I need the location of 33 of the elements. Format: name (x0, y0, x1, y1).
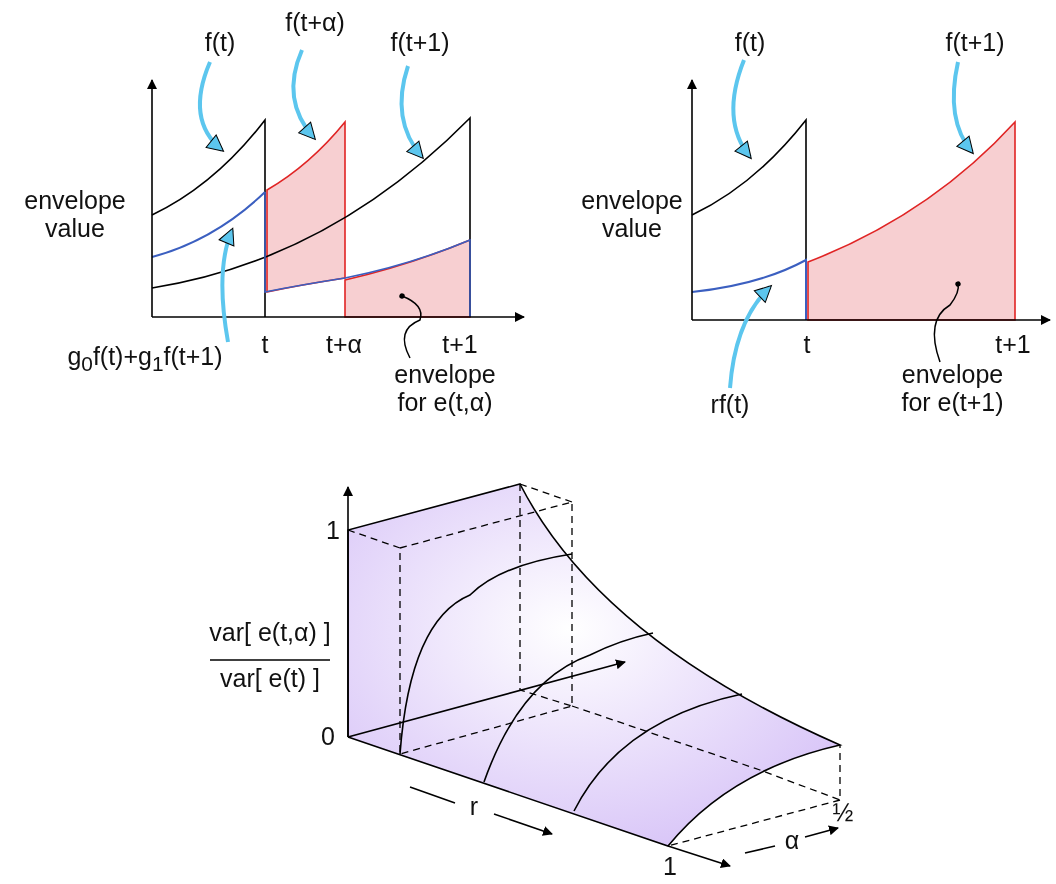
callout-label: f(t) (180, 28, 260, 56)
leader-line (399, 293, 422, 359)
callout-label: f(t+1) (925, 28, 1025, 56)
tick-label: t+1 (441, 330, 479, 358)
axis-label: envelope value (580, 186, 684, 242)
callout-arrow (219, 227, 235, 343)
tick-label: t (260, 330, 270, 358)
axis-label: r (468, 792, 480, 820)
axis-label: var[ e(t) ] (219, 664, 321, 692)
callout-arrow (728, 285, 772, 389)
axis-label: α (783, 826, 801, 854)
axis-label: envelope value (23, 186, 127, 242)
leader-line (933, 281, 961, 363)
callout-arrow (291, 49, 316, 141)
callout-arrow (951, 61, 974, 155)
tick-label: ½ (831, 798, 855, 826)
axis-label: var[ e(t,α) ] (208, 618, 332, 646)
tick-label: 1 (325, 516, 340, 544)
tick-label: 1 (662, 852, 678, 880)
callout-label: f(t+α) (265, 8, 365, 36)
callout-label: g$_{0}$f(t)+g$_{1}$f(t+1) (30, 342, 260, 378)
tick-label: t (802, 330, 812, 358)
callout-arrow (731, 59, 752, 160)
callout-arrow (197, 61, 224, 152)
tick-label: t+α (325, 330, 363, 358)
tick-label: 0 (320, 722, 335, 750)
callout-label: envelope for e(t,α) (390, 360, 500, 416)
callout-label: f(t) (710, 28, 790, 56)
callout-label: f(t+1) (370, 28, 470, 56)
callout-arrow (399, 65, 424, 160)
callout-label: envelope for e(t+1) (890, 360, 1015, 416)
callout-label: rf(t) (695, 390, 765, 418)
tick-label: t+1 (994, 330, 1032, 358)
